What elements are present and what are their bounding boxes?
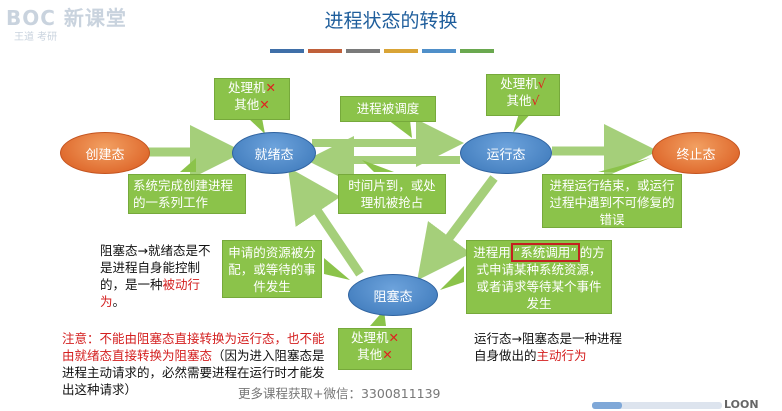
stripe: [422, 49, 456, 53]
callout-tail: [388, 120, 412, 138]
note-active: 运行态→阻塞态是一种进程自身做出的主动行为: [474, 330, 622, 364]
state-label: 就绪态: [254, 147, 294, 163]
state-ready: 就绪态: [232, 132, 316, 174]
callout-tail: [362, 160, 394, 172]
stripe: [384, 49, 418, 53]
note-passive: 阻塞态→就绪态是不是进程自身能控制的，是一种被动行为。: [100, 242, 212, 310]
label-other: 其他: [506, 93, 532, 108]
progress-track[interactable]: [592, 402, 722, 409]
note-warning-emphasis: 注意：不能由阻塞态直接转换为运行态，也不能由就绪态直接转换为阻塞态: [62, 331, 325, 363]
callout-create-done: 系统完成创建进程的一系列工作: [128, 174, 246, 214]
arrow-blocked-to-ready: [287, 167, 364, 277]
slide-title: 进程状态的转换: [324, 10, 458, 32]
callout-tail: [248, 118, 265, 134]
note-warning: 注意：不能由阻塞态直接转换为运行态，也不能由就绪态直接转换为阻塞态（因为进入阻塞…: [62, 330, 334, 398]
callout-resource-ready: 申请的资源被分配，或等待的事件发生: [222, 240, 322, 298]
note-passive-keyword: 被动行为: [100, 277, 201, 309]
note-active-text: 运行态→阻塞态是一种进程自身做出的: [474, 331, 622, 363]
note-active-keyword: 主动行为: [536, 348, 587, 363]
syscall-text-c: 的方式申请某种系统资源，或者请求等待某个事件发生: [476, 245, 605, 311]
callout-tail: [598, 158, 650, 172]
label-other: 其他: [357, 347, 383, 362]
state-blocked: 阻塞态: [348, 274, 438, 316]
stripe: [308, 49, 342, 53]
state-label: 运行态: [486, 147, 526, 163]
cross-icon: ✕: [382, 347, 393, 362]
callout-tail: [180, 158, 196, 172]
check-icon: √: [537, 76, 546, 91]
syscall-highlight: “系统调用”: [510, 243, 580, 262]
label-processor: 处理机: [228, 80, 266, 95]
state-create: 创建态: [60, 132, 150, 174]
cross-icon: ✕: [388, 330, 399, 345]
state-label: 创建态: [85, 147, 125, 163]
note-passive-text: 阻塞态→就绪态是不是进程自身能控制的，是一种: [100, 243, 211, 292]
callout-ready-resources: 处理机✕ 其他✕: [214, 78, 290, 120]
cross-icon: ✕: [259, 97, 270, 112]
check-icon: √: [531, 93, 540, 108]
label-other: 其他: [234, 97, 260, 112]
syscall-text-a: 进程用: [473, 245, 511, 260]
state-label: 阻塞态: [373, 289, 413, 305]
label-processor: 处理机: [500, 76, 538, 91]
callout-tail: [440, 266, 464, 290]
callout-running-resources: 处理机√ 其他√: [486, 74, 560, 116]
logo-subtitle: 王道 考研: [14, 32, 58, 43]
corner-logo: LOON: [724, 398, 759, 411]
note-warning-reason: （因为进入阻塞态是进程主动请求的，必然需要进程在运行时才能发出这种请求）: [62, 348, 325, 397]
callout-timeslice: 时间片到，或处理机被抢占: [338, 174, 446, 214]
label-processor: 处理机: [351, 330, 389, 345]
callout-tail: [324, 258, 350, 280]
state-terminated: 终止态: [652, 132, 740, 174]
callout-blocked-resources: 处理机✕ 其他✕: [338, 328, 412, 370]
title-underline-stripes: [270, 38, 498, 57]
progress-thumb[interactable]: [592, 402, 622, 409]
callout-syscall: 进程用“系统调用”的方式申请某种系统资源，或者请求等待某个事件发生: [466, 240, 612, 314]
arrow-running-to-blocked: [417, 175, 498, 281]
watermark-text: 更多课程获取+微信：3300811139: [238, 386, 441, 401]
callout-finish: 进程运行结束，或运行过程中遇到不可修复的错误: [542, 174, 682, 228]
cross-icon: ✕: [265, 80, 276, 95]
stripe: [270, 49, 304, 53]
logo: BOC 新课堂: [6, 6, 127, 30]
note-passive-end: 。: [112, 294, 126, 309]
stripe: [346, 49, 380, 53]
state-running: 运行态: [460, 132, 552, 174]
callout-scheduled: 进程被调度: [340, 96, 436, 122]
state-label: 终止态: [676, 147, 716, 163]
stripe: [460, 49, 494, 53]
